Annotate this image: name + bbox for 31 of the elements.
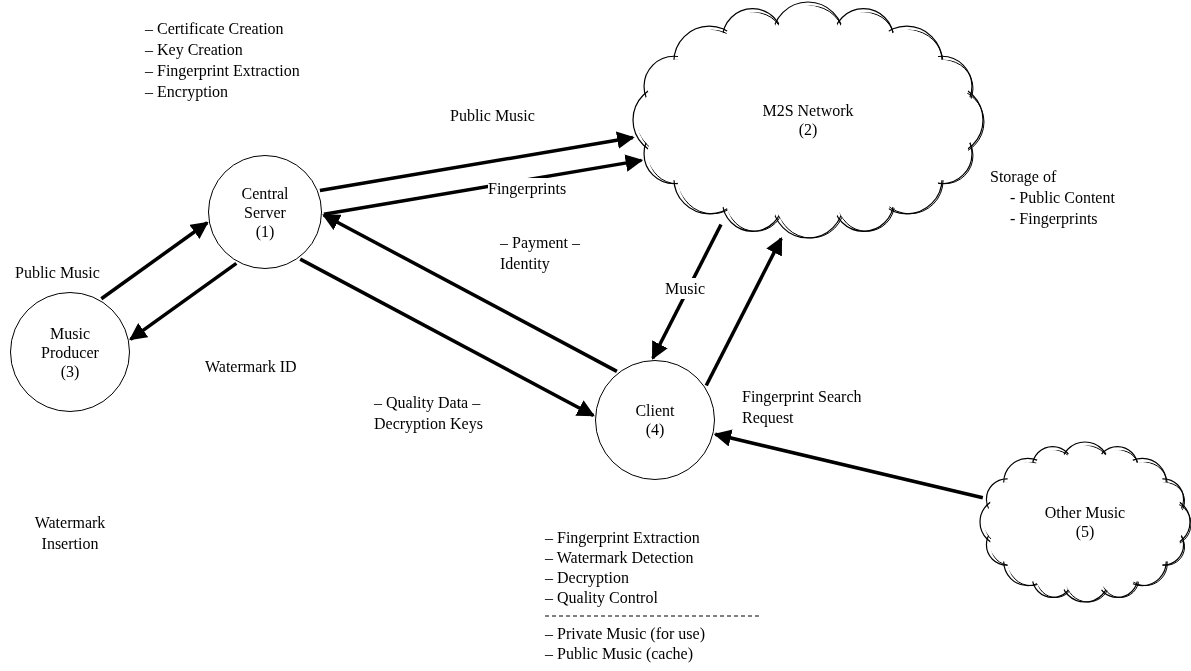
annotation-text: – Decryption [545,568,629,588]
node-title: Client [635,401,675,420]
annotation-text: - Fingerprints [1010,209,1098,229]
annotation-text: – Public Music (cache) [545,644,693,664]
edge-label: Music [665,278,705,299]
annotation-text: - Public Content [1010,188,1115,208]
node-title: Central Server [240,183,290,222]
arrow [322,213,618,373]
node-title: Other Music [1044,503,1126,522]
annotation-text: Storage of [990,167,1057,187]
node-title: Music Producer [40,323,100,362]
node-title: M2S Network [762,101,854,120]
annotation-text: – Fingerprint Extraction [145,61,300,81]
edge-label: Fingerprints [488,178,567,199]
node-number: (2) [798,120,818,139]
arrow [299,257,595,417]
annotation-text: – Private Music (for use) [545,624,705,644]
arrow [100,221,209,301]
annotation-text: – Fingerprint Extraction [545,528,700,548]
node-number: (3) [60,361,80,381]
node-number: (5) [1075,522,1095,541]
arrow [319,131,635,193]
annotation-text: – Quality Control [545,588,658,608]
annotation-text: – Certificate Creation [145,19,284,39]
annotation-text: – Watermark Detection [545,548,694,568]
annotation-text: – Encryption [145,82,229,102]
node-number: (4) [645,420,665,439]
arrow [129,261,238,341]
annotation-text: – Key Creation [145,40,243,60]
arrow [704,236,783,387]
node-number: (1) [255,221,275,241]
